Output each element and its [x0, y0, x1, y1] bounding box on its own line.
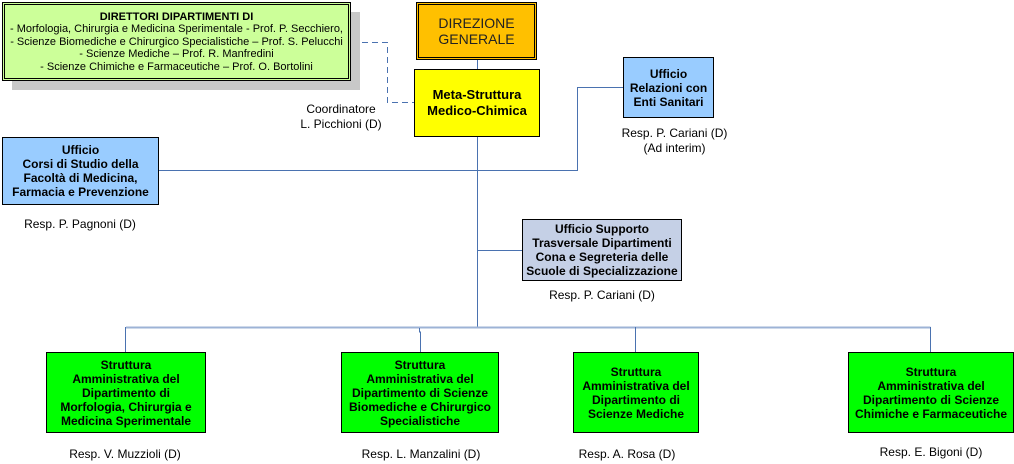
direzione-line: DIREZIONE — [438, 15, 515, 31]
struttura-resp: Resp. L. Manzalini (D) — [361, 447, 481, 461]
relazioni-resp: Resp. P. Cariani (D) — [621, 126, 728, 140]
struttura-line: Struttura — [610, 364, 662, 379]
struttura-line: Struttura — [394, 357, 446, 372]
supporto-resp: Resp. P. Cariani (D) — [549, 288, 655, 302]
supporto-line: Ufficio Supporto — [555, 222, 649, 236]
directors-line: - Scienze Biomediche e Chirurgico Specia… — [10, 35, 343, 48]
meta-line: Meta-Struttura — [432, 87, 522, 102]
struttura-line: Amministrativa del — [366, 371, 474, 386]
struttura-line: Struttura — [905, 364, 957, 379]
struttura-line: Amministrativa del — [582, 378, 690, 393]
struttura-line: Morfologia, Chirurgia e — [60, 399, 192, 414]
supporto-line: Trasversale Dipartimenti — [532, 236, 672, 250]
directors-box: DIRETTORI DIPARTIMENTI DI - Morfologia, … — [2, 2, 351, 81]
connector-struttura-2 — [419, 328, 421, 352]
struttura-line: Amministrativa del — [72, 371, 180, 386]
struttura-line: Dipartimento di Scienze — [351, 385, 489, 400]
directors-line: - Scienze Mediche – Prof. R. Manfredini — [79, 48, 274, 61]
connector-dashed-directors — [352, 42, 414, 103]
struttura-line: Specialistiche — [379, 413, 461, 428]
coordinator-name: L. Picchioni (D) — [300, 117, 382, 131]
relazioni-line: Relazioni con — [629, 80, 708, 95]
relazioni-line: Ufficio — [649, 66, 688, 81]
directors-title: DIRETTORI DIPARTIMENTI DI — [99, 10, 254, 23]
relazioni-resp-note: (Ad interim) — [643, 141, 706, 155]
supporto-line: Scuole di Specializzazione — [526, 264, 678, 278]
coordinator-role: Coordinatore — [306, 102, 376, 116]
relazioni-line: Enti Sanitari — [633, 94, 704, 109]
relazioni-resp-label: Resp. P. Cariani (D) (Ad interim) — [612, 126, 737, 156]
struttura-line: Struttura — [100, 357, 152, 372]
struttura-line: Dipartimento di Scienze — [862, 392, 1000, 407]
struttura-resp: Resp. E. Bigoni (D) — [879, 445, 983, 459]
corsi-line: Ufficio — [61, 143, 100, 157]
struttura-box-chimiche: Struttura Amministrativa del Dipartiment… — [848, 352, 1014, 433]
corsi-line: Facoltà di Medicina, — [23, 171, 138, 185]
meta-coordinator-label: Coordinatore L. Picchioni (D) — [296, 102, 386, 132]
ufficio-corsi-box: Ufficio Corsi di Studio della Facoltà di… — [2, 137, 159, 205]
corsi-line: Farmacia e Prevenzione — [12, 185, 149, 199]
struttura-line: Medicina Sperimentale — [60, 413, 192, 428]
meta-line: Medico-Chimica — [427, 103, 527, 118]
struttura-line: Chimiche e Farmaceutiche — [854, 406, 1008, 421]
corsi-line: Corsi di Studio della — [22, 157, 139, 171]
struttura-resp: Resp. V. Muzzioli (D) — [69, 447, 181, 461]
struttura-line: Dipartimento di — [591, 392, 680, 407]
direzione-generale-box: DIREZIONE GENERALE — [416, 2, 537, 60]
supporto-line: Cona e Segreteria delle — [535, 250, 669, 264]
directors-line: - Scienze Chimiche e Farmaceutiche – Pro… — [40, 60, 313, 73]
corsi-resp: Resp. P. Pagnoni (D) — [24, 217, 136, 231]
ufficio-supporto-box: Ufficio Supporto Trasversale Dipartiment… — [522, 219, 682, 281]
struttura-box-morfologia: Struttura Amministrativa del Dipartiment… — [46, 352, 206, 433]
struttura-line: Amministrativa del — [877, 378, 985, 393]
struttura-box-mediche: Struttura Amministrativa del Dipartiment… — [573, 352, 699, 433]
struttura-line: Biomediche e Chirurgico — [348, 399, 492, 414]
struttura-line: Dipartimento di — [81, 385, 170, 400]
struttura-box-biomediche: Struttura Amministrativa del Dipartiment… — [341, 352, 499, 433]
direzione-line: GENERALE — [438, 31, 515, 47]
meta-struttura-box: Meta-Struttura Medico-Chimica — [414, 69, 540, 137]
connector-trunk-relazioni — [158, 87, 623, 171]
struttura-resp: Resp. A. Rosa (D) — [578, 447, 676, 461]
ufficio-relazioni-box: Ufficio Relazioni con Enti Sanitari — [623, 57, 714, 118]
struttura-line: Scienze Mediche — [587, 406, 685, 421]
directors-line: - Morfologia, Chirurgia e Medicina Speri… — [9, 23, 343, 36]
